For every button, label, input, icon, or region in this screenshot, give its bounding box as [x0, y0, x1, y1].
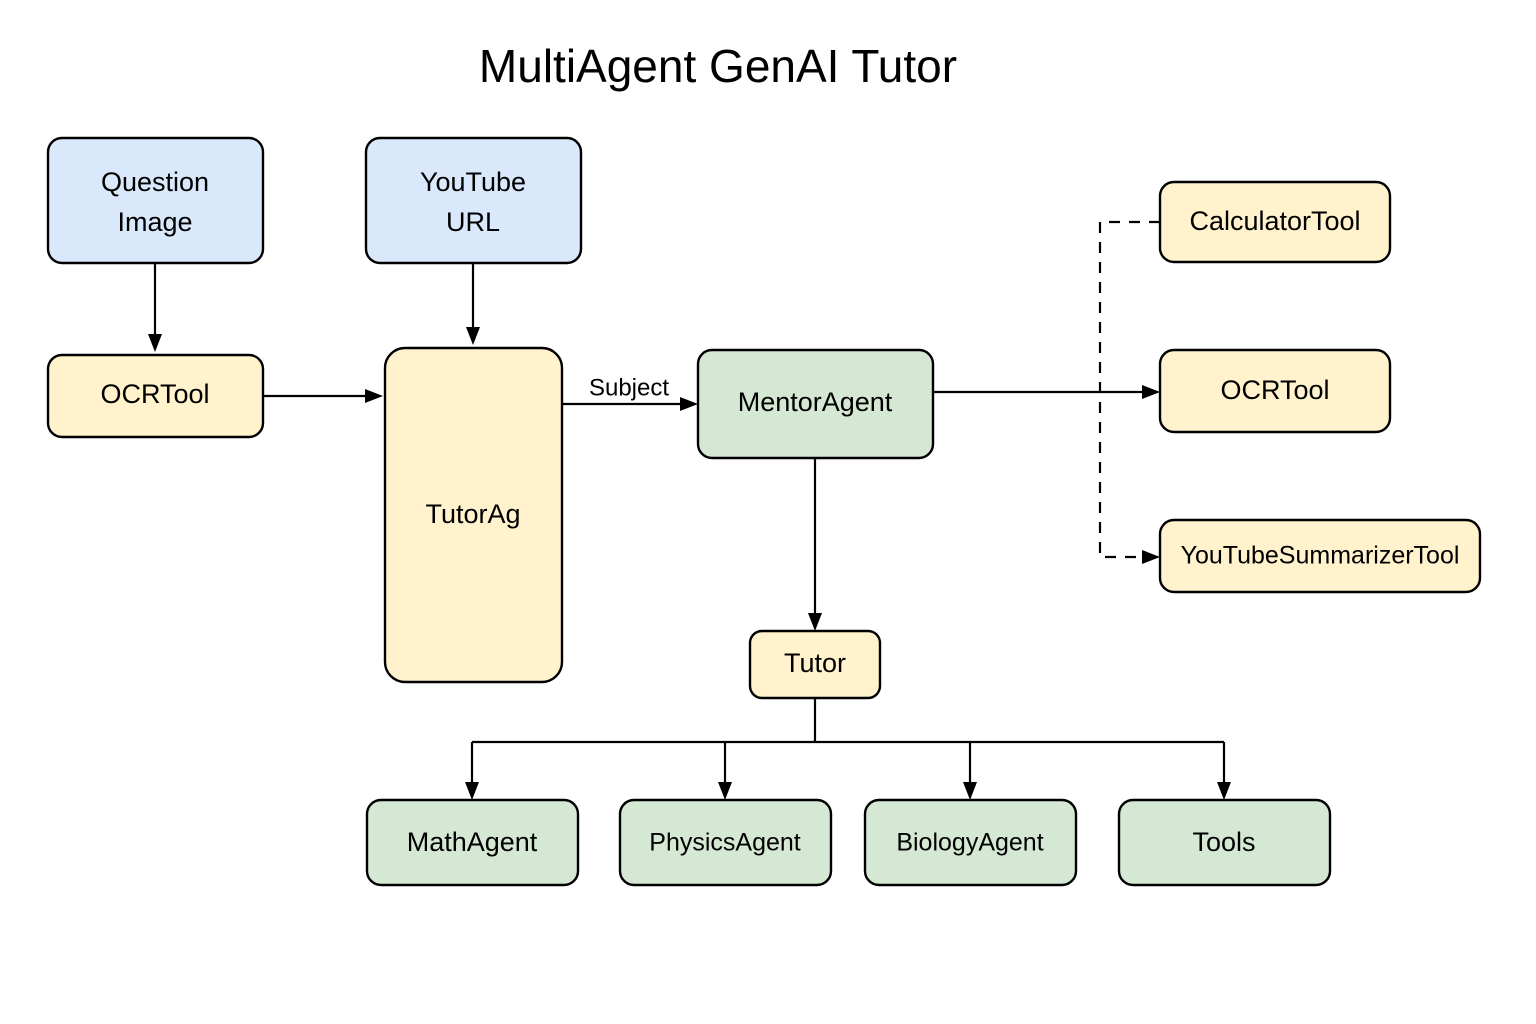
- edge-tutor-to-tools: [1217, 742, 1231, 800]
- node-youtube-url[interactable]: YouTube URL: [364, 136, 583, 265]
- edge-mentoragent-to-ocrtool-right: [933, 385, 1160, 399]
- arrow-head-icon: [1142, 385, 1160, 399]
- node-mentoragent-label: MentorAgent: [738, 387, 893, 417]
- node-ocrtool-right-box[interactable]: [1158, 348, 1392, 434]
- node-question-image-label-line2: Image: [117, 207, 192, 237]
- arrow-head-icon: [808, 613, 822, 631]
- node-youtubesummarizertool-box[interactable]: [1158, 518, 1482, 594]
- node-ocrtool-left-box[interactable]: [46, 353, 265, 439]
- node-mathagent-box[interactable]: [365, 798, 580, 887]
- node-question-image-box[interactable]: [46, 136, 265, 265]
- node-tutorag[interactable]: TutorAg: [383, 346, 564, 684]
- arrow-head-icon: [466, 327, 480, 345]
- arrow-head-icon: [365, 389, 383, 403]
- node-tutor[interactable]: Tutor: [748, 629, 882, 700]
- arrow-head-icon: [148, 334, 162, 352]
- node-question-image-label-line1: Question: [101, 167, 209, 197]
- edge-youtube-url-to-tutorag: [466, 263, 480, 345]
- node-biologyagent[interactable]: BiologyAgent: [863, 798, 1078, 887]
- node-mentoragent-box[interactable]: [696, 348, 935, 460]
- page-title: MultiAgent GenAI Tutor: [479, 40, 957, 92]
- node-tools-box[interactable]: [1117, 798, 1332, 887]
- node-physicsagent-box[interactable]: [618, 798, 833, 887]
- node-mathagent[interactable]: MathAgent: [365, 798, 580, 887]
- arrow-head-icon: [718, 782, 732, 800]
- edge-label-subject: Subject: [589, 374, 669, 401]
- node-biologyagent-box[interactable]: [863, 798, 1078, 887]
- node-mathagent-label: MathAgent: [407, 827, 538, 857]
- edge-tutor-fanout-bus: [472, 698, 1224, 744]
- node-ocrtool-left[interactable]: OCRTool: [46, 353, 265, 439]
- node-youtube-url-label-line1: YouTube: [420, 167, 526, 197]
- node-tools[interactable]: Tools: [1117, 798, 1332, 887]
- arrow-head-icon: [465, 782, 479, 800]
- arrow-head-icon: [1217, 782, 1231, 800]
- node-youtube-url-box[interactable]: [364, 136, 583, 265]
- node-ocrtool-right[interactable]: OCRTool: [1158, 348, 1392, 434]
- edge-question-image-to-ocrtool: [148, 263, 162, 352]
- edge-tutorag-to-mentoragent: Subject: [562, 374, 698, 411]
- node-tutorag-box[interactable]: [383, 346, 564, 684]
- node-physicsagent[interactable]: PhysicsAgent: [618, 798, 833, 887]
- node-mentoragent[interactable]: MentorAgent: [696, 348, 935, 460]
- node-youtubesummarizertool[interactable]: YouTubeSummarizerTool: [1158, 518, 1482, 594]
- arrow-head-icon: [680, 397, 698, 411]
- node-ocrtool-right-label: OCRTool: [1220, 375, 1329, 405]
- edge-tutor-to-physicsagent: [718, 742, 732, 800]
- edge-ocrtool-to-tutorag: [263, 389, 383, 403]
- edge-mentoragent-to-tutor: [808, 458, 822, 631]
- node-calculatortool-box[interactable]: [1158, 180, 1392, 264]
- node-tutor-box[interactable]: [748, 629, 882, 700]
- node-tutorag-label: TutorAg: [425, 499, 520, 529]
- node-tutor-label: Tutor: [784, 648, 846, 678]
- node-youtubesummarizertool-label: YouTubeSummarizerTool: [1181, 542, 1460, 570]
- edge-calculatortool-to-youtubesummarizertool: [1098, 220, 1160, 564]
- arrow-head-icon: [1142, 550, 1160, 564]
- node-physicsagent-label: PhysicsAgent: [649, 829, 801, 857]
- edge-tutor-to-biologyagent: [963, 742, 977, 800]
- node-question-image[interactable]: Question Image: [46, 136, 265, 265]
- node-ocrtool-left-label: OCRTool: [100, 379, 209, 409]
- edge-tutor-to-mathagent: [465, 742, 479, 800]
- node-tools-label: Tools: [1192, 827, 1255, 857]
- node-calculatortool-label: CalculatorTool: [1189, 206, 1360, 236]
- arrow-head-icon: [963, 782, 977, 800]
- node-youtube-url-label-line2: URL: [446, 207, 500, 237]
- node-calculatortool[interactable]: CalculatorTool: [1158, 180, 1392, 264]
- node-biologyagent-label: BiologyAgent: [896, 829, 1043, 857]
